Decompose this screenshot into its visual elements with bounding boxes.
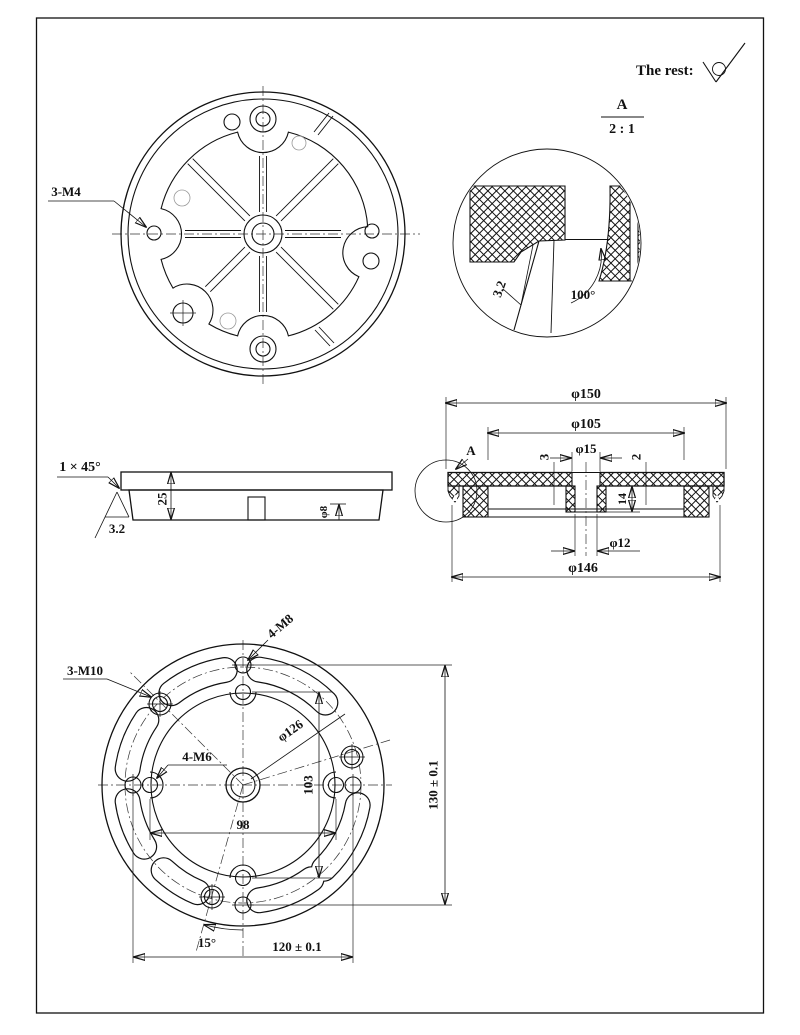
- side-view: 25 φ8 1 × 45° 3.2: [57, 460, 393, 539]
- cavity-outline: [160, 131, 369, 337]
- dim-phi12-value: φ12: [609, 535, 630, 550]
- detail-roughness: 3.2: [489, 244, 534, 306]
- dim-phi12: φ12: [551, 514, 640, 556]
- dim-phi15-value: φ15: [575, 441, 597, 456]
- detail-roughness-value: 3.2: [489, 279, 509, 299]
- dim-98-value: 98: [237, 817, 251, 832]
- hub-left: [565, 485, 576, 513]
- dim-98: 98: [149, 799, 337, 840]
- callout-3-value: 3: [537, 453, 552, 460]
- sheet-border: [35, 17, 765, 1014]
- dim-130-value: 130 ± 0.1: [426, 760, 441, 809]
- dim-15deg-value: 15°: [198, 935, 216, 950]
- section-view: φ150 φ105 φ15 3 2 A: [414, 387, 726, 582]
- bottom-view: 4-M8 3-M10 4-M6 φ126 103 98: [63, 610, 452, 963]
- hub-right: [596, 485, 607, 513]
- bottom-center-hole-inner: [230, 772, 256, 798]
- roughness-icon: [702, 42, 746, 83]
- detail-caption: A 2 : 1: [601, 97, 644, 137]
- dim-phi105-value: φ105: [571, 417, 601, 432]
- label-4-m8: 4-M8: [248, 610, 297, 660]
- label-chamfer: 1 × 45°: [57, 460, 119, 488]
- label-4m8-value: 4-M8: [264, 610, 297, 641]
- spokes: [185, 156, 341, 312]
- key-notch: [247, 496, 266, 521]
- flange-profile: [120, 471, 393, 491]
- detail-boundary-circle: [452, 148, 642, 338]
- dim-phi105: φ105: [488, 417, 684, 460]
- detail-marker-label: A: [466, 443, 476, 458]
- break-marks: [313, 112, 335, 347]
- dim-phi8-value: φ8: [318, 505, 330, 518]
- callout-2-value: 2: [629, 454, 644, 461]
- label-3-m4: 3-M4: [48, 184, 146, 227]
- dim-103: 103: [252, 691, 332, 879]
- countersink-angle: 100°: [571, 287, 596, 302]
- dim-phi150: φ150: [446, 387, 726, 469]
- dim-130: 130 ± 0.1: [252, 664, 452, 906]
- countersink-left-edge: [513, 240, 540, 331]
- dim-25: 25: [155, 473, 171, 519]
- detail-scale: 2 : 1: [609, 122, 635, 137]
- section-geometry: [447, 462, 725, 556]
- dim-14: 14: [606, 487, 640, 513]
- detail-label: A: [617, 97, 628, 113]
- bottom-center-hole-outer: [225, 767, 261, 803]
- label-3-m10: 3-M10: [63, 663, 151, 697]
- dim-phi126: φ126: [250, 713, 346, 780]
- m8-centermarks: [132, 664, 354, 906]
- body-profile: [128, 489, 384, 521]
- dim-phi8: φ8: [318, 503, 346, 520]
- center-hole: [251, 222, 275, 246]
- dim-phi146-value: φ146: [568, 561, 598, 576]
- dim-phi126-value: φ126: [275, 716, 307, 744]
- dim-103-value: 103: [301, 775, 316, 795]
- angle-arc: [570, 249, 601, 304]
- thread-label-3m4: 3-M4: [51, 184, 81, 199]
- label-4-m6: 4-M6: [157, 749, 227, 778]
- dim-phi150-value: φ150: [571, 387, 601, 402]
- dim-14-value: 14: [615, 493, 629, 505]
- dim-120-value: 120 ± 0.1: [272, 939, 321, 954]
- detail-view-a: A 2 : 1 100° 3.2: [452, 97, 644, 338]
- dim-25-value: 25: [155, 492, 170, 506]
- top-view: 3-M4: [48, 86, 420, 386]
- side-roughness-value: 3.2: [109, 521, 125, 536]
- dim-15deg: 15°: [198, 925, 244, 950]
- right-wall: [683, 485, 710, 518]
- countersink-right-edge: [550, 239, 555, 334]
- surface-finish-note: The rest:: [636, 42, 746, 83]
- side-roughness: 3.2: [94, 491, 130, 539]
- hidden-holes: [173, 135, 307, 330]
- label-4m6-value: 4-M6: [182, 749, 212, 764]
- m10-centermarks: [147, 691, 365, 910]
- surface-note-text: The rest:: [636, 63, 694, 79]
- center-hub: [243, 214, 283, 254]
- detail-section-material: [469, 185, 640, 282]
- chamfer-value: 1 × 45°: [59, 460, 101, 475]
- top-view-holes: [146, 105, 380, 363]
- dim-phi146: φ146: [452, 505, 720, 582]
- dim-120: 120 ± 0.1: [132, 793, 354, 963]
- left-wall: [462, 485, 489, 518]
- label-3m10-value: 3-M10: [67, 663, 103, 678]
